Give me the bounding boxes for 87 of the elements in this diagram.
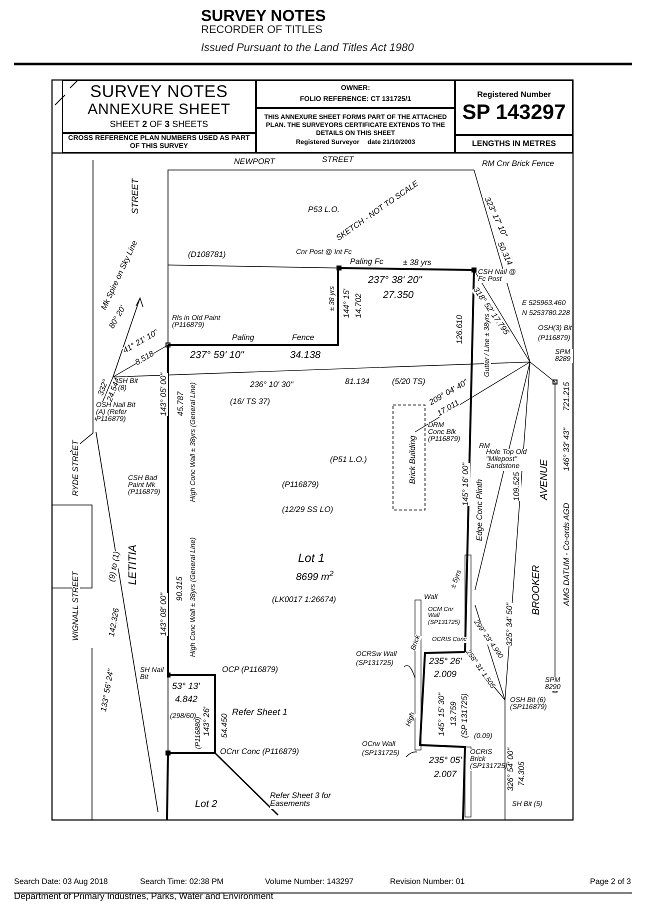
handwritten-note: 81.134 (345, 378, 370, 386)
handwritten-note: 45.787 (177, 392, 186, 416)
handwritten-note: 133° 56' 24" (100, 668, 116, 712)
handwritten-note: 146° 33' 43" (563, 428, 572, 471)
handwritten-note: 325° 34' 50" (506, 602, 514, 646)
handwritten-note: 4.842 (175, 694, 198, 704)
handwritten-note: 14.702 (355, 294, 364, 318)
handwritten-note: 145° 15' 30" (438, 692, 446, 736)
handwritten-note: 235° 05' (429, 756, 462, 765)
certificate-cell (256, 108, 455, 153)
handwritten-note: OCnr Conc (P116879) (220, 748, 299, 756)
handwritten-note: STREET (322, 156, 354, 164)
handwritten-note: 90.315 (176, 576, 184, 601)
handwritten-note: (P51 L.O.) (330, 456, 367, 464)
handwritten-note: 236° 10' 30" (250, 381, 294, 390)
handwritten-note: (16/ TS 37) (230, 398, 270, 406)
handwritten-note: 2.007 (434, 770, 457, 779)
handwritten-note: (LK0017 1:26674) (272, 596, 336, 604)
handwritten-note: 326° 54' 00" (507, 748, 516, 791)
handwritten-note: (P116879) (282, 481, 319, 490)
footer-text: Revision Number: 01 (390, 878, 465, 886)
sheet-heading: ANNEXURE SHEET (88, 100, 230, 118)
footer-text: Volume Number: 143297 (265, 878, 354, 886)
handwritten-note: 34.138 (290, 351, 321, 362)
handwritten-note: 145° 16' 00" (462, 462, 470, 506)
handwritten-note: Refer Sheet 3 for Easements (270, 792, 332, 809)
handwritten-note: 109.525 (513, 472, 522, 501)
leader-line (406, 752, 418, 758)
handwritten-note: Paling (232, 334, 254, 342)
handwritten-note: NEWPORT (234, 158, 275, 166)
handwritten-note: BROOKER (532, 564, 542, 615)
leader-line (404, 665, 416, 678)
handwritten-note: Refer Sheet 1 (232, 708, 288, 717)
handwritten-note: 142.326 (108, 608, 122, 638)
handwritten-note: STREET (131, 178, 140, 214)
handwritten-note: 143° 26' (203, 706, 212, 736)
handwritten-note: RYDE STREET (72, 440, 80, 496)
subtitle: Issued Pursuant to the Land Titles Act 1980 (201, 42, 414, 54)
subtitle: RECORDER OF TITLES (201, 24, 322, 36)
footer-text: Search Date: 03 Aug 2018 (14, 878, 108, 886)
handwritten-note: Fence (292, 334, 314, 342)
handwritten-note: P53 L.O. (308, 206, 340, 214)
page-title: SURVEY NOTES (201, 8, 326, 25)
registered-number: SP 143297 (462, 100, 566, 126)
cross-reference-cell (62, 133, 256, 153)
handwritten-note: 235° 26' (429, 656, 462, 666)
registered-number-cell (455, 80, 573, 135)
handwritten-note: 8699 m$^{2}$ (296, 573, 334, 584)
sheet-heading: SURVEY NOTES (90, 82, 228, 100)
handwritten-note: AMG DATUM - Co-ords AGD (563, 502, 572, 606)
handwritten-note: OCP (P116879) (222, 666, 278, 674)
handwritten-note: AVENUE (540, 459, 550, 500)
handwritten-note: 53° 13' (172, 682, 200, 691)
handwritten-note: 143° 05' 00" (160, 372, 168, 416)
handwritten-note: 126.610 (456, 315, 464, 344)
handwritten-note: (9) to (1) (108, 550, 122, 582)
handwritten-note: Lot 2 (195, 800, 218, 810)
handwritten-note: 27.350 (383, 291, 414, 302)
handwritten-note: (12/29 SS LO) (282, 506, 334, 514)
owner-cell (256, 80, 455, 108)
handwritten-note: 54.450 (221, 714, 230, 738)
handwritten-note: 74.305 (518, 762, 526, 786)
sheet-count: SHEET 2 OF 3 SHEETS (110, 118, 208, 130)
footer-text: Page 2 of 3 (590, 878, 631, 886)
handwritten-note: (SP 131725) (461, 693, 470, 738)
handwritten-note: 13.759 (450, 702, 458, 726)
handwritten-note: WIGNALL STREET (72, 571, 80, 641)
cell-heading: Registered Number (477, 90, 551, 100)
handwritten-note: (5/20 TS) (392, 378, 426, 386)
handwritten-note: 2.009 (434, 670, 457, 679)
handwritten-note: Paling Fc (350, 258, 384, 266)
cell-text: LENGTHS IN METRES (472, 138, 556, 150)
handwritten-note: Lot 1 (298, 552, 325, 565)
lengths-cell (455, 135, 573, 153)
handwritten-note: 323° 17' 10" (482, 196, 508, 239)
handwritten-note: 237° 38' 20" (368, 276, 422, 286)
handwritten-note: 143° 08' 00" (160, 592, 168, 636)
footer-text: Search Time: 02:38 PM (140, 878, 224, 886)
handwritten-note: (D108781) (188, 251, 226, 260)
handwritten-note: RM Cnr Brick Fence (482, 160, 554, 168)
handwritten-note: ± 38 yrs (403, 259, 432, 268)
handwritten-note: Edge Conc Plinth (476, 479, 484, 541)
handwritten-note: 237° 59' 10" (190, 351, 244, 362)
handwritten-note: 144° 15' (343, 288, 352, 318)
handwritten-note: Brick Building (409, 436, 418, 484)
title-cell (62, 80, 256, 133)
handwritten-note: 721.215 (563, 382, 572, 411)
